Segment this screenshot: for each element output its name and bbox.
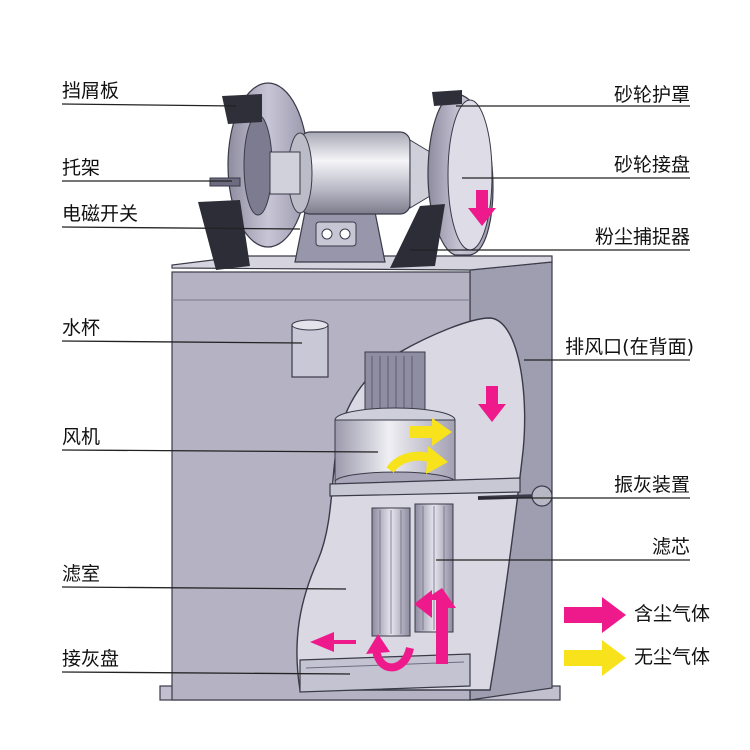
label-shaker: 振灰装置 bbox=[613, 474, 690, 496]
label-wheel-guard: 砂轮护罩 bbox=[613, 84, 690, 106]
fan-motor bbox=[364, 351, 426, 413]
right-baffle bbox=[432, 90, 462, 106]
label-wheel-flange: 砂轮接盘 bbox=[613, 154, 690, 176]
leader-lines bbox=[61, 103, 690, 675]
left-dust-catcher bbox=[198, 200, 250, 270]
right-dust-catcher bbox=[390, 204, 445, 268]
switch-panel bbox=[315, 221, 357, 247]
clean-air-arrows bbox=[386, 418, 452, 474]
legend-arrow-clean bbox=[564, 640, 626, 676]
label-filter-chamber: 滤室 bbox=[62, 563, 101, 585]
shaker-knob bbox=[531, 485, 553, 507]
legend-label-dusty-air: 含尘气体 bbox=[634, 603, 711, 625]
legend-label-clean-air: 无尘气体 bbox=[634, 646, 711, 668]
label-bracket: 托架 bbox=[62, 157, 101, 179]
left-baffle bbox=[222, 94, 262, 124]
label-water-cup: 水杯 bbox=[62, 317, 101, 339]
label-filter-core: 滤芯 bbox=[651, 536, 690, 558]
label-dust-catcher: 粉尘捕捉器 bbox=[594, 226, 690, 248]
label-switch: 电磁开关 bbox=[62, 203, 139, 225]
dusty-air-arrows bbox=[310, 190, 506, 672]
label-exhaust: 排风口(在背面) bbox=[565, 336, 694, 358]
water-cup bbox=[291, 324, 329, 378]
partition-shelf bbox=[329, 477, 521, 497]
label-fan: 风机 bbox=[62, 426, 101, 448]
legend-arrow-dusty bbox=[564, 597, 626, 633]
label-ash-tray: 接灰盘 bbox=[62, 648, 120, 670]
motor-body bbox=[299, 131, 411, 215]
left-bracket bbox=[209, 177, 241, 187]
cabinet-top bbox=[171, 255, 553, 271]
label-baffle: 挡屑板 bbox=[62, 80, 120, 102]
